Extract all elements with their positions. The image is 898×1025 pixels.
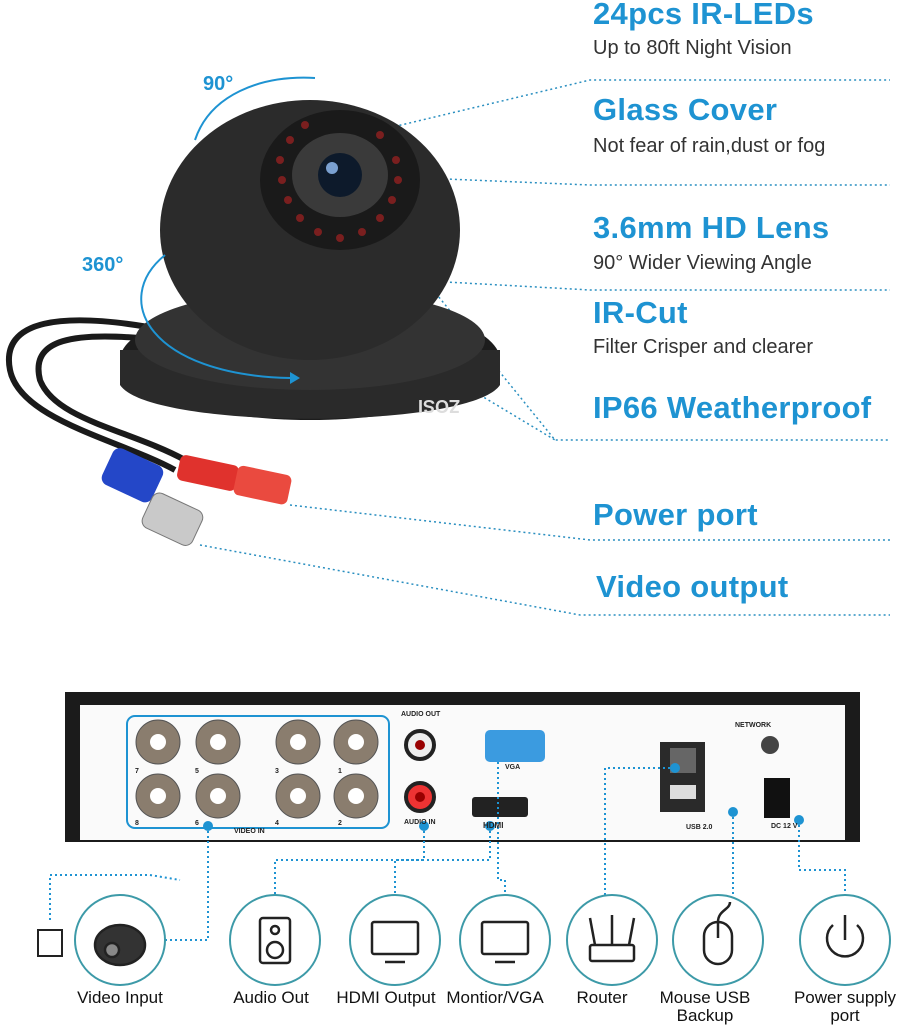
feature-title-lens: 3.6mm HD Lens bbox=[593, 210, 830, 245]
channel-label: 7 bbox=[135, 768, 139, 775]
feature-title-power-port: Power port bbox=[593, 497, 758, 532]
ir-led-ring bbox=[276, 121, 402, 242]
usb-label: USB 2.0 bbox=[686, 824, 713, 831]
audio-out-label: AUDIO OUT bbox=[401, 711, 441, 718]
channel-label: 2 bbox=[338, 820, 342, 827]
label-router: Router bbox=[576, 988, 628, 1007]
pan-angle-label: 360° bbox=[82, 254, 124, 276]
camera-icon bbox=[93, 923, 147, 967]
feature-subtitle-lens: 90° Wider Viewing Angle bbox=[593, 252, 812, 274]
network-label: NETWORK bbox=[735, 722, 772, 729]
camera-cable bbox=[5, 317, 187, 473]
blue-video-connector bbox=[101, 448, 204, 546]
power-icon bbox=[825, 915, 865, 958]
red-power-connector bbox=[177, 455, 292, 505]
label-monitor-vga: Montior/VGA bbox=[446, 988, 544, 1007]
label-audio-out: Audio Out bbox=[233, 988, 309, 1007]
feature-subtitle-ir-cut: Filter Crisper and clearer bbox=[593, 336, 814, 358]
feature-title-video-output: Video output bbox=[596, 569, 789, 604]
channel-label: 6 bbox=[195, 820, 199, 827]
connection-lines bbox=[49, 762, 846, 941]
feature-title-glass-cover: Glass Cover bbox=[593, 92, 778, 127]
power-outlet-icon bbox=[37, 929, 63, 957]
feature-subtitle-ir-leds: Up to 80ft Night Vision bbox=[593, 37, 792, 59]
tilt-angle-label: 90° bbox=[203, 73, 234, 95]
router-icon bbox=[588, 915, 636, 963]
feature-title-weatherproof: IP66 Weatherproof bbox=[593, 390, 872, 425]
channel-label: 8 bbox=[135, 820, 139, 827]
channel-label: 1 bbox=[338, 768, 342, 775]
speaker-icon bbox=[258, 916, 292, 965]
mouse-icon bbox=[702, 901, 734, 966]
dvr-back-panel bbox=[65, 692, 860, 842]
video-in-label: VIDEO IN bbox=[234, 828, 265, 835]
channel-label: 5 bbox=[195, 768, 199, 775]
label-hdmi-output: HDMI Output bbox=[336, 988, 436, 1007]
dome-camera bbox=[120, 76, 500, 420]
channel-label: 3 bbox=[275, 768, 279, 775]
feature-title-ir-leds: 24pcs IR-LEDs bbox=[593, 0, 814, 31]
label-video-input: Video Input bbox=[77, 988, 163, 1007]
feature-title-ir-cut: IR-Cut bbox=[593, 295, 688, 330]
dc-label: DC 12 V bbox=[771, 823, 798, 830]
monitor-icon bbox=[370, 920, 420, 964]
label-mouse-usb-backup: Mouse USB Backup bbox=[659, 988, 751, 1025]
audio-in-label: AUDIO IN bbox=[404, 819, 436, 826]
channel-label: 4 bbox=[275, 820, 279, 827]
label-power-supply-port: Power supply port bbox=[793, 988, 897, 1025]
monitor-icon bbox=[480, 920, 530, 964]
hdmi-label: HDMI bbox=[483, 821, 504, 830]
feature-subtitle-glass-cover: Not fear of rain,dust or fog bbox=[593, 135, 826, 157]
brand-logo: ZOSI bbox=[418, 396, 461, 416]
vga-label: VGA bbox=[505, 764, 521, 771]
